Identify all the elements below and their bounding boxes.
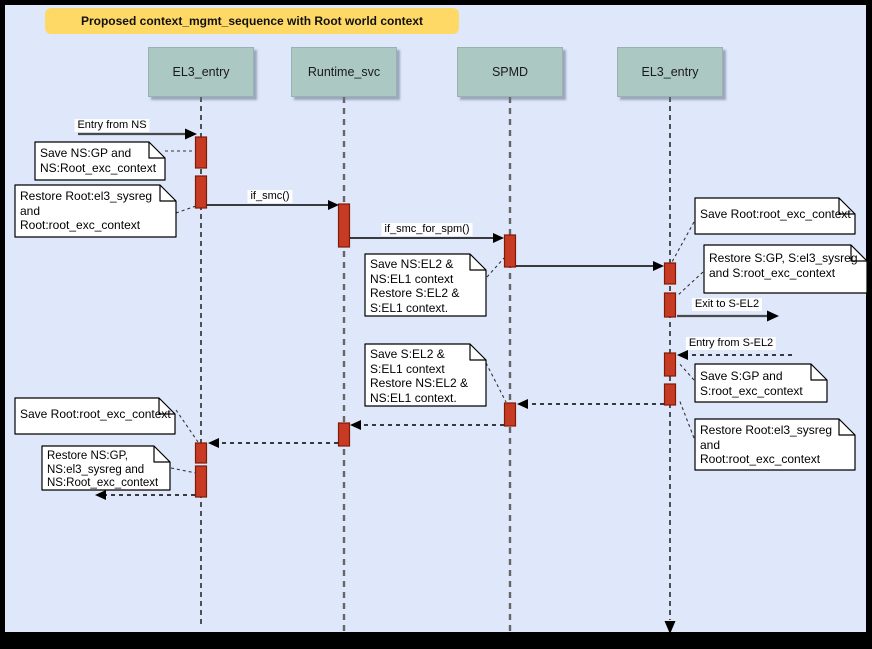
activation-bar	[663, 352, 677, 377]
message-if-smc-arrow	[207, 200, 339, 210]
note-save-ns-gp: Save NS:GP and NS:Root_exc_context	[40, 146, 157, 175]
note-save-root-exc-left: Save Root:root_exc_context	[20, 407, 171, 421]
message-label-exit-to-sel2: Exit to S-EL2	[691, 298, 763, 311]
activation-bar	[194, 465, 208, 498]
note-shape	[703, 244, 868, 294]
message-if-smc-for-spm-arrow	[350, 233, 504, 243]
lifeline-header-runtime-svc: Runtime_svc	[291, 47, 397, 97]
message-exit-to-sel2-arrow	[677, 310, 779, 322]
message-label-if-smc: if_smc()	[247, 190, 293, 203]
return-exit-to-ns-arrow	[95, 490, 195, 500]
activation-bar	[663, 383, 677, 406]
lifeline-header-el3-entry-right: EL3_entry	[617, 47, 723, 97]
activation-bar	[503, 234, 517, 268]
activation-bar	[663, 292, 677, 318]
note-restore-ns-gp: Restore NS:GP, NS:el3_sysreg and NS:Root…	[47, 450, 159, 489]
return-runtime-to-el3-arrow	[208, 438, 338, 448]
note-shape	[34, 141, 166, 181]
message-entry-from-sel2-arrow	[677, 350, 792, 360]
lifeline-label: Runtime_svc	[307, 65, 381, 79]
note-shape	[364, 253, 487, 317]
lifeline-label: SPMD	[491, 65, 529, 79]
note-shape	[694, 363, 828, 403]
activation-bar	[337, 422, 351, 447]
message-entry-from-ns-arrow	[78, 128, 197, 140]
note-shape	[41, 445, 171, 491]
note-connectors	[165, 150, 704, 474]
activation-bar	[503, 402, 517, 427]
lifeline-header-el3-entry-left: EL3_entry	[148, 47, 254, 97]
note-shape	[14, 397, 176, 435]
activation-bar	[337, 203, 351, 248]
note-shape	[694, 197, 856, 235]
message-label-entry-from-sel2: Entry from S-EL2	[685, 337, 777, 350]
note-save-root-exc-right: Save Root:root_exc_context	[700, 207, 851, 221]
note-shape	[14, 184, 177, 238]
note-save-s-gp: Save S:GP and S:root_exc_context	[700, 369, 803, 398]
lifeline-label: EL3_entry	[641, 65, 699, 79]
activation-bar	[194, 442, 208, 464]
note-shape	[364, 343, 487, 407]
note-save-s-el2-restore-ns: Save S:EL2 & S:EL1 context Restore NS:EL…	[370, 347, 469, 405]
note-shapes	[14, 141, 868, 491]
return-el3-to-spmd-arrow	[517, 399, 664, 409]
diagram-canvas	[5, 5, 866, 632]
message-spmd-to-el3-arrow	[516, 261, 664, 271]
lifeline-label: EL3_entry	[172, 65, 230, 79]
note-save-ns-el2-restore-s: Save NS:EL2 & NS:EL1 context Restore S:E…	[370, 257, 460, 315]
activation-bar	[194, 136, 208, 169]
lifeline-header-spmd: SPMD	[457, 47, 563, 97]
return-spmd-to-runtime-arrow	[350, 420, 504, 430]
note-restore-root-el3-sysreg-left: Restore Root:el3_sysreg and Root:root_ex…	[20, 189, 153, 232]
message-label-if-smc-for-spm: if_smc_for_spm()	[381, 223, 473, 236]
lifeline-end-arrow-icon	[664, 621, 676, 634]
activation-bar	[194, 175, 208, 209]
diagram-title: Proposed context_mgmt_sequence with Root…	[45, 8, 459, 34]
note-restore-s-gp: Restore S:GP, S:el3_sysreg and S:root_ex…	[709, 251, 858, 280]
activation-bar	[663, 262, 677, 285]
message-label-entry-from-ns: Entry from NS	[74, 119, 150, 132]
note-restore-root-el3-sysreg-right: Restore Root:el3_sysreg and Root:root_ex…	[700, 423, 833, 466]
activation-bars	[194, 136, 677, 498]
note-shape	[694, 418, 856, 471]
